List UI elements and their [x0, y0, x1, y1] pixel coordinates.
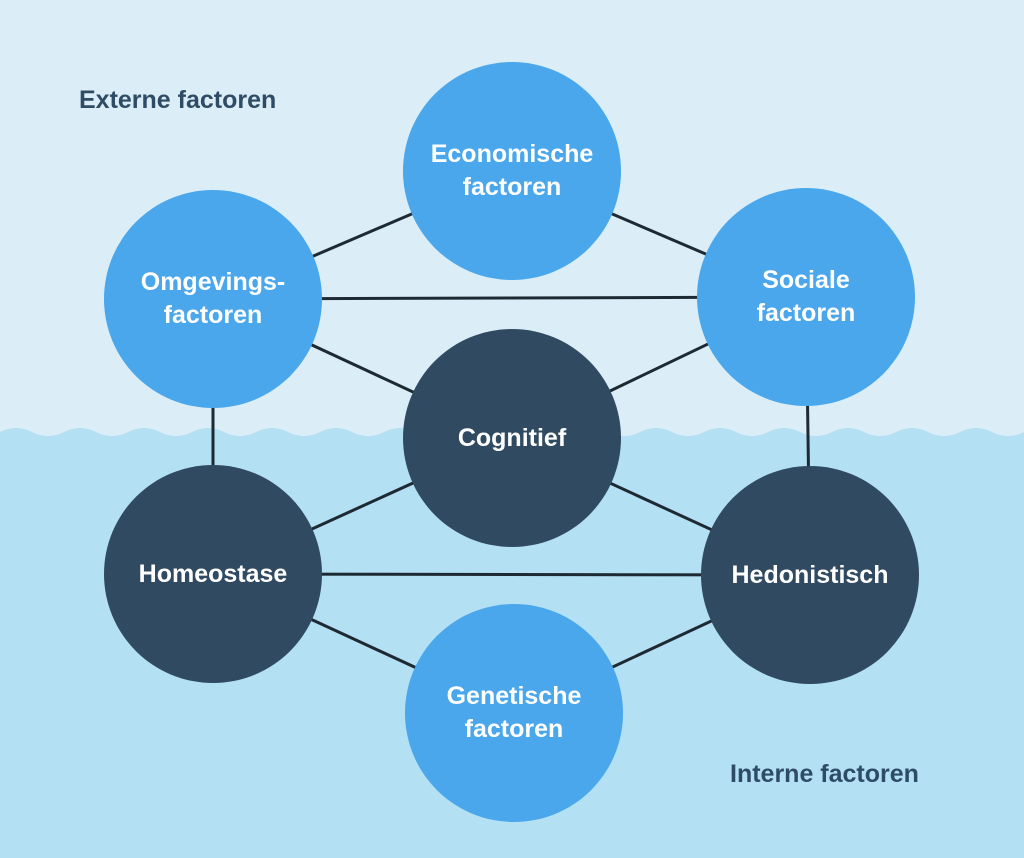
node-social-label: Sociale factoren — [756, 266, 856, 327]
node-economic-label: Economische factoren — [430, 140, 594, 201]
node-social-factors: Sociale factoren — [697, 188, 915, 406]
node-genetic-factors: Genetische factoren — [405, 604, 623, 822]
external-factors-label: Externe factoren — [79, 86, 277, 114]
node-cognitive-label: Cognitief — [457, 423, 567, 452]
node-genetic-label: Genetische factoren — [446, 682, 582, 743]
node-hedonistic: Hedonistisch — [701, 466, 919, 684]
node-environmental-factors: Omgevings- factoren — [104, 190, 322, 408]
internal-factors-label: Interne factoren — [730, 760, 919, 788]
node-homeostasis-label: Homeostase — [138, 559, 288, 588]
node-homeostasis: Homeostase — [104, 465, 322, 683]
node-environmental-label: Omgevings- factoren — [140, 268, 286, 329]
node-cognitive: Cognitief — [403, 329, 621, 547]
node-hedonistic-label: Hedonistisch — [731, 560, 889, 589]
node-economic-factors: Economische factoren — [403, 62, 621, 280]
